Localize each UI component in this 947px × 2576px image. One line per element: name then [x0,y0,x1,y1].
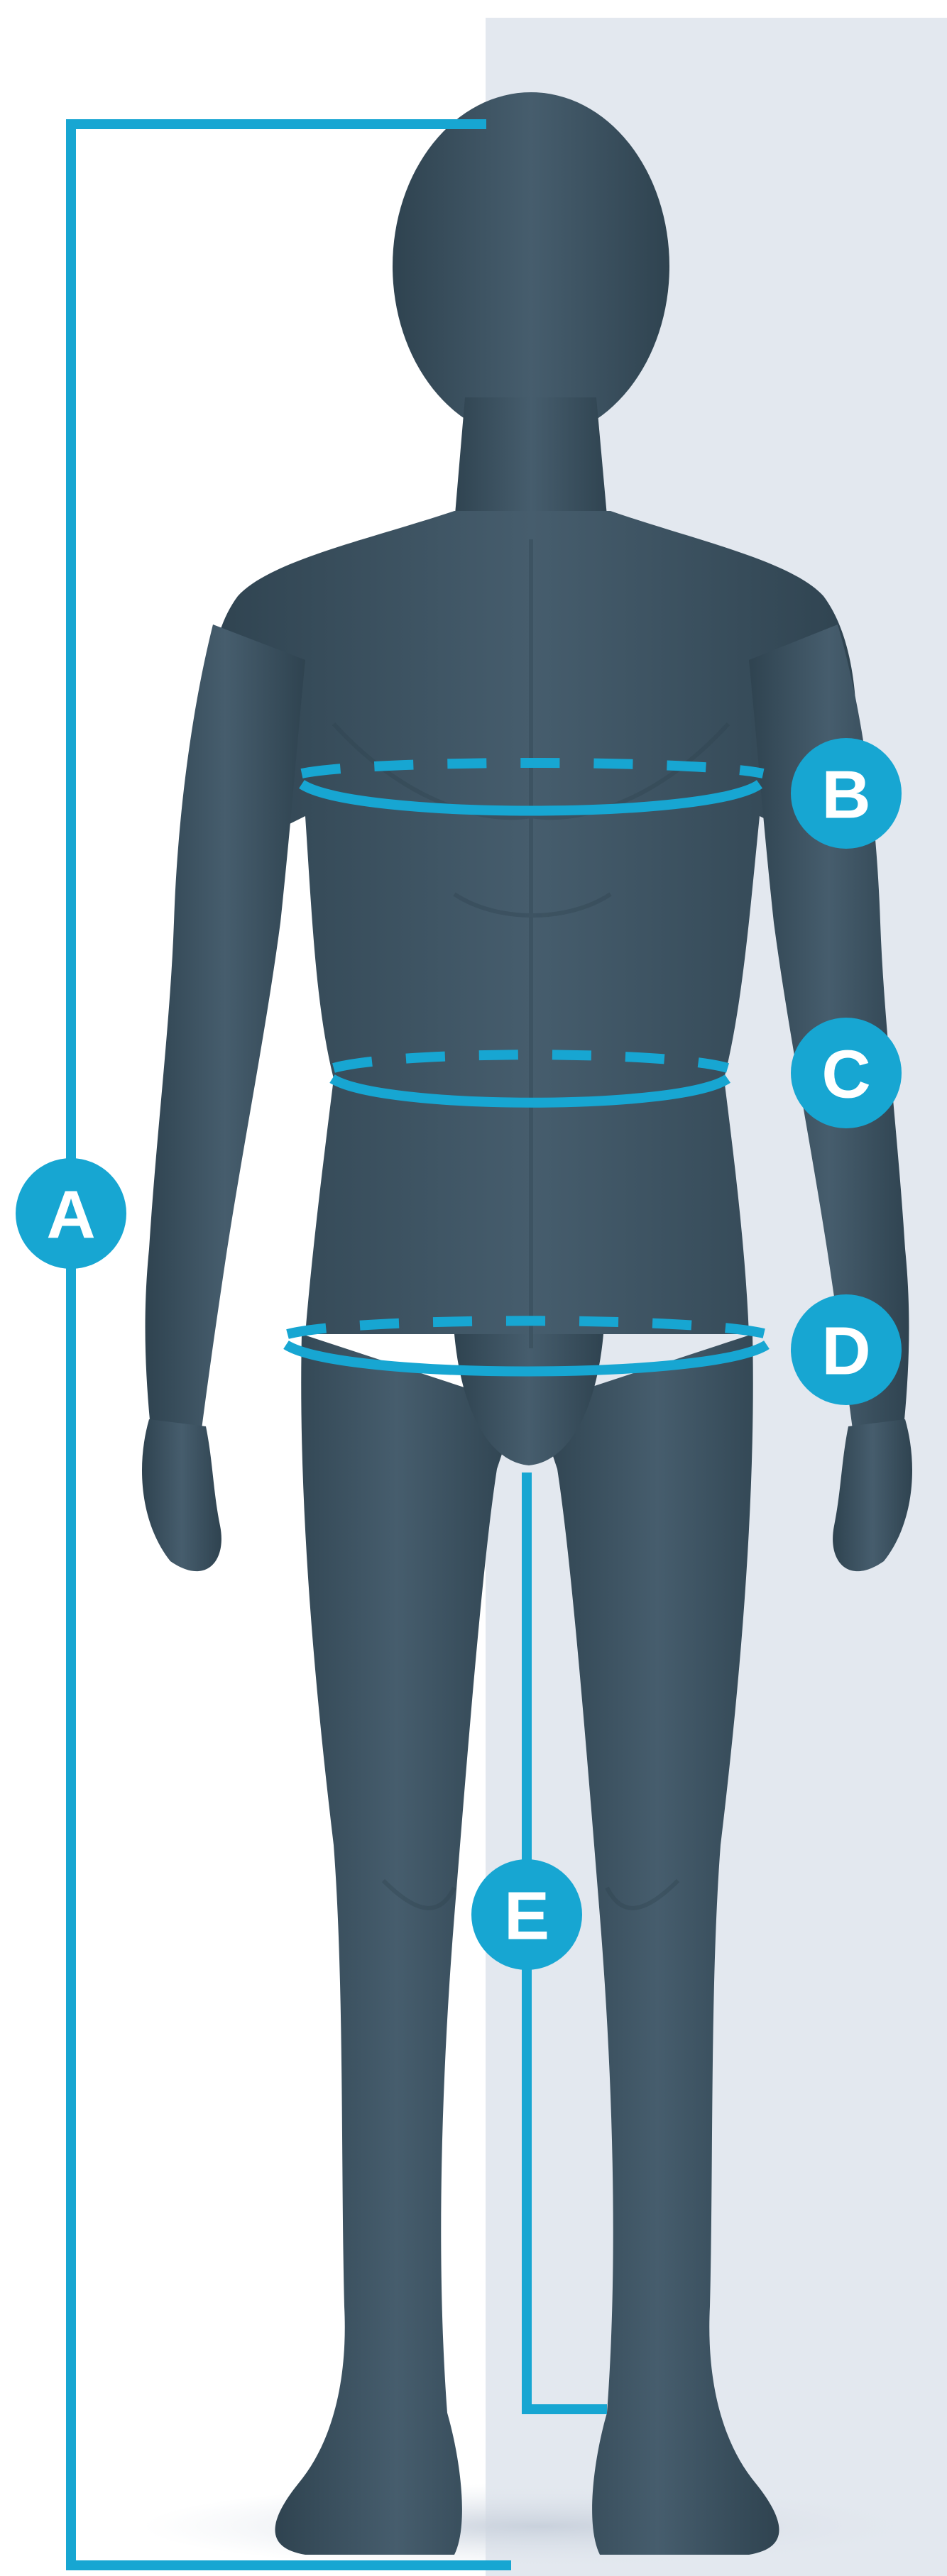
badge-e-label: E [504,1878,549,1954]
figure-hand-left [142,1419,221,1571]
figure-arm-left [146,624,305,1451]
floor-shadow [142,2484,937,2569]
badge-a-label: A [46,1177,95,1253]
figure-head [393,92,669,440]
badge-b-label: B [821,757,870,833]
badge-c-label: C [821,1037,870,1113]
badge-d-label: D [821,1314,870,1389]
